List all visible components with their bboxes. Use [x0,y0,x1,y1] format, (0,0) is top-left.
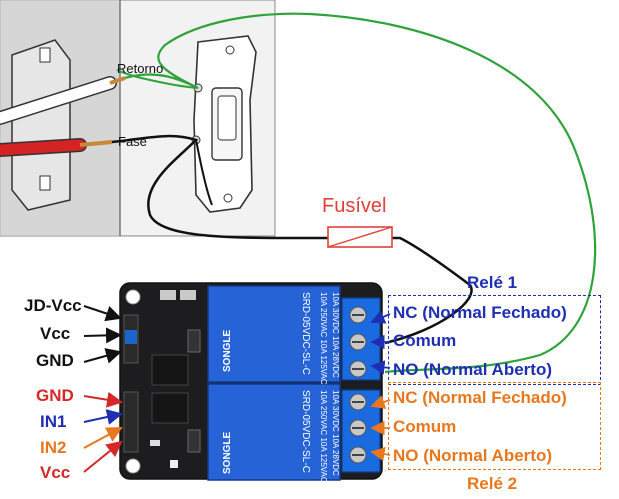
relay-1-body [207,285,341,383]
arrow-vcc-top [83,327,122,344]
label-vcc-bottom: Vcc [40,463,71,482]
cable-red [0,138,87,157]
label-fase: Fase [118,134,147,149]
cable-white [0,76,117,125]
relay-1-model: SRD-05VDC-SL-C [300,292,311,375]
relay-2-model: SRD-05VDC-SL-C [300,390,311,473]
relay-2-brand-marking: SONGLE [222,431,233,474]
relay-2-nc: NC (Normal Fechado) [393,388,567,407]
fuse [327,226,393,248]
arrow-r2-no [370,446,391,462]
arrow-r1-no [370,360,391,375]
label-fusivel: Fusível [322,195,387,217]
label-jd-vcc: JD-Vcc [24,296,82,315]
label-in1: IN1 [40,412,67,431]
arrow-r2-nc [370,395,391,409]
relay-2-no: NO (Normal Aberto) [393,446,552,465]
arrow-jd-vcc [83,305,122,322]
relay-1-box [388,295,601,385]
relay-2-box [388,382,601,470]
wire-retorno-green [124,12,597,374]
copper-wire-fase [79,140,113,147]
label-vcc-top: Vcc [40,324,71,343]
relay-1-common: Comum [393,331,457,350]
relay-1-brand-marking: SONGLE [222,329,233,372]
relay-2-brand: SONGLE [222,431,233,474]
relay-1-no: NO (Normal Aberto) [393,360,552,379]
label-retorno: Retorno [117,61,164,76]
relay-1-brand: SONGLE [222,329,233,372]
label-gnd: GND [36,386,74,405]
electrical-box [11,39,71,211]
label-in2: IN2 [40,438,67,457]
relay-2-title: Relé 2 [467,474,518,493]
arrow-vcc-bottom [83,440,123,473]
terminal-block-2 [341,389,381,473]
wire-fase-black [111,134,473,345]
relay-1-rating-a: 10A 250VAC 10A 125VAC [319,292,328,385]
arrow-in1 [83,409,123,425]
relay-1-rating-b: 10A 30VDC 10A 28VDC [331,292,340,378]
wire-switch-black [195,139,213,206]
relay-2-rating-b: 10A 30VDC 10A 28VDC [331,390,340,476]
arrow-gnd-top [83,348,122,364]
wall-switch [191,35,257,213]
relay-2-marking: SRD-05VDC-SL-C 10A 250VAC 10A 125VAC 10A… [300,390,340,483]
relay-2-body [207,383,341,481]
relay-1-marking: SRD-05VDC-SL-C 10A 250VAC 10A 125VAC 10A… [300,292,340,385]
label-gnd-top: GND [36,351,74,370]
terminal-block-1 [341,297,381,381]
relay-1-nc: NC (Normal Fechado) [393,303,567,322]
relay-1-title: Relé 1 [467,273,518,292]
arrow-gnd [83,391,123,408]
relay-2-common: Comum [393,417,457,436]
wire-retorno-green-start [116,69,199,89]
arrow-in2 [83,427,123,449]
arrow-r1-nc [370,310,391,324]
copper-wire-retorno [109,76,126,85]
relay-2-rating-a: 10A 250VAC 10A 125VAC [319,390,328,483]
